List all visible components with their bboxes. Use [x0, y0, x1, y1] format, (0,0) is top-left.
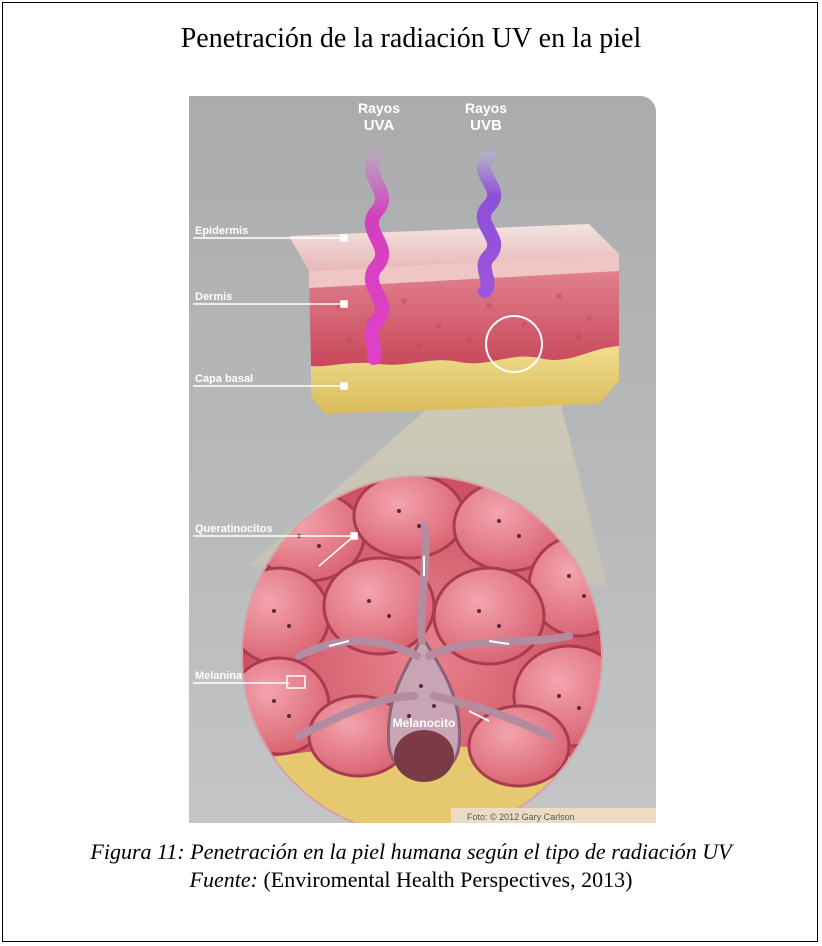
skin-illustration: Rayos UVA Rayos UVB Epidermis Dermis Cap…: [189, 96, 656, 823]
skin-diagram-svg: Rayos UVA Rayos UVB Epidermis Dermis Cap…: [189, 96, 656, 823]
melanina-label: Melanina: [195, 670, 243, 682]
uva-label-line2: UVA: [364, 117, 395, 134]
basal-layer-label: Capa basal: [195, 373, 253, 385]
page-title: Penetración de la radiación UV en la pie…: [3, 23, 819, 55]
melanocito-label: Melanocito: [393, 716, 456, 730]
dermis-label: Dermis: [195, 291, 232, 303]
source-label: Fuente:: [190, 867, 258, 892]
uvb-label-line1: Rayos: [465, 100, 507, 116]
uvb-label-line2: UVB: [470, 117, 502, 134]
uva-label-line1: Rayos: [358, 100, 400, 116]
epidermis-label: Epidermis: [195, 225, 248, 237]
queratinocitos-label: Queratinocitos: [195, 523, 273, 535]
figure-source: Fuente: (Enviromental Health Perspective…: [3, 867, 819, 893]
figure-caption: Figura 11: Penetración en la piel humana…: [3, 839, 819, 865]
photo-credit: Foto: © 2012 Gary Carlson: [467, 812, 575, 822]
source-text: (Enviromental Health Perspectives, 2013): [258, 867, 633, 892]
